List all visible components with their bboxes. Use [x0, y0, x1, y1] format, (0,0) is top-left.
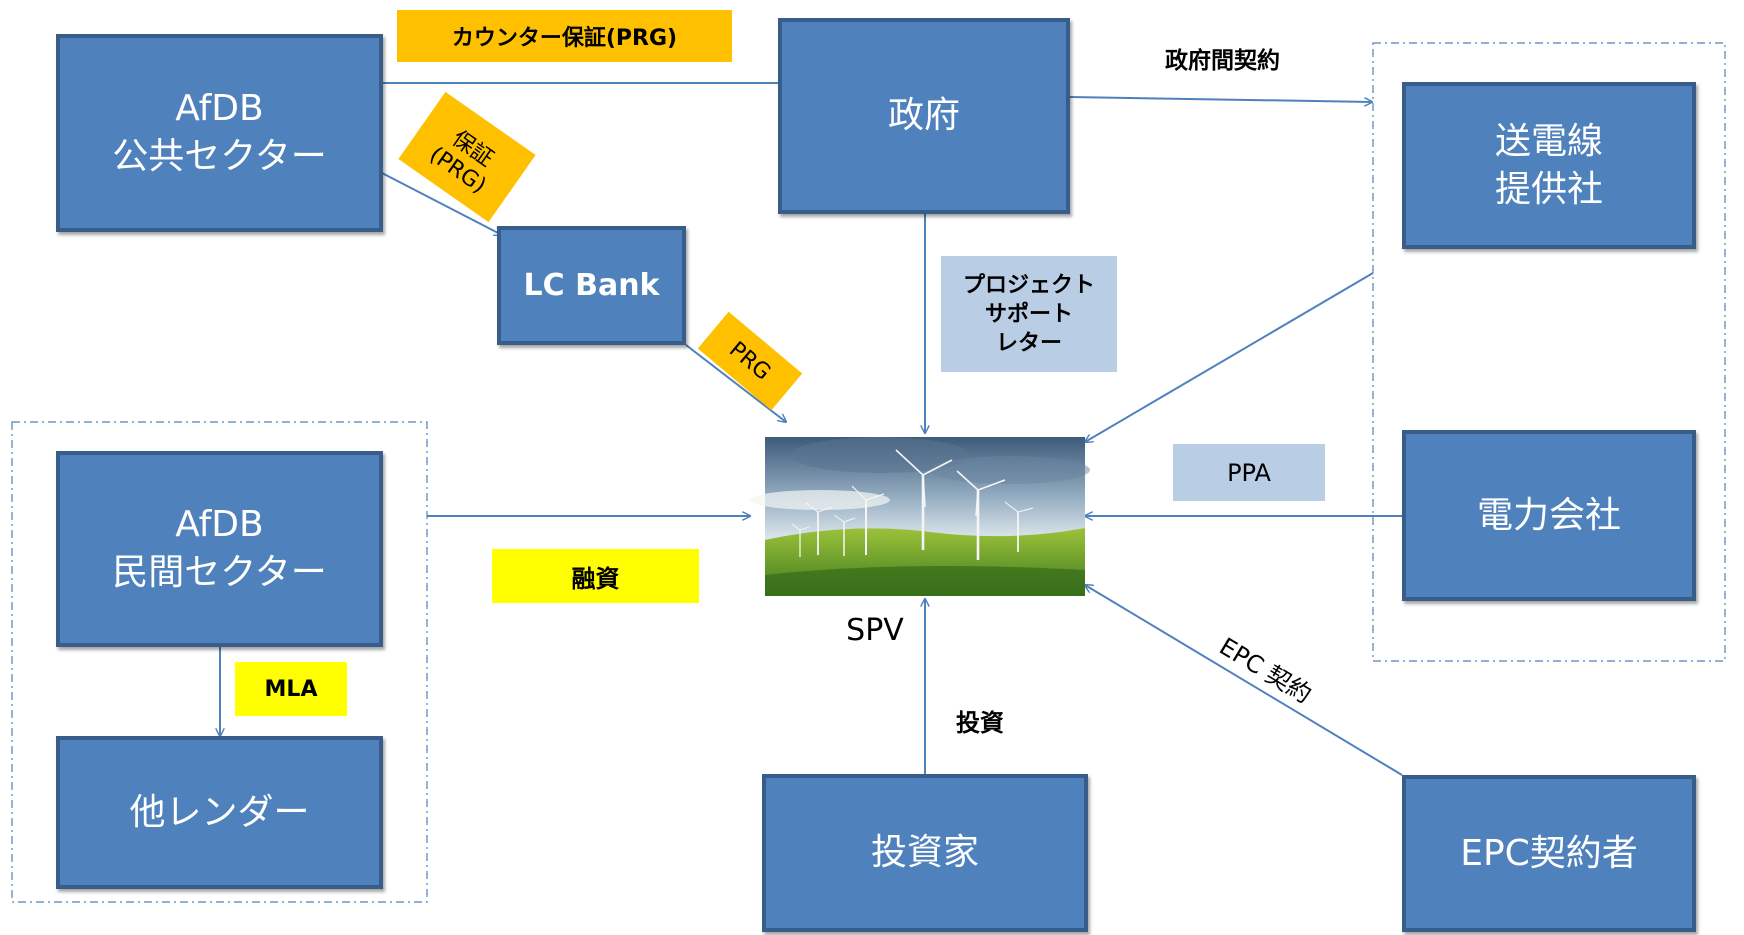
node-power-company-label: 電力会社: [1476, 494, 1621, 536]
node-epc-contractor-label: EPC契約者: [1460, 832, 1638, 874]
node-power-company: 電力会社: [1402, 430, 1696, 601]
arrow-epc-to-spv: [1085, 585, 1403, 776]
node-transmission-line2: 提供社: [1494, 168, 1603, 210]
label-project-support-line1: プロジェクト: [962, 272, 1095, 298]
node-afdb-private-sector: AfDB 民間セクター: [56, 451, 383, 647]
wind-farm-image: [750, 437, 1090, 596]
label-mla: MLA: [235, 662, 347, 716]
arrow-afdb-public-to-lcbank: [381, 172, 502, 235]
arrow-transmission-to-spv: [1085, 272, 1374, 442]
node-lc-bank: LC Bank: [497, 226, 686, 345]
node-afdb-private-line1: AfDB: [175, 504, 264, 545]
right-group-frame: [1372, 42, 1726, 662]
node-afdb-private-line2: 民間セクター: [112, 552, 327, 593]
node-investors-label: 投資家: [870, 832, 979, 873]
node-afdb-public-line1: AfDB: [175, 88, 264, 129]
node-other-lenders: 他レンダー: [56, 736, 383, 889]
node-afdb-public-line2: 公共セクター: [112, 136, 327, 177]
left-group-frame: [11, 421, 428, 903]
label-counter-guarantee: カウンター保証(PRG): [397, 10, 732, 62]
spv-label: SPV: [846, 612, 904, 648]
label-financing: 融資: [492, 549, 699, 603]
node-epc-contractor: EPC契約者: [1402, 775, 1696, 932]
node-government-label: 政府: [887, 95, 960, 136]
node-investors: 投資家: [762, 774, 1088, 932]
node-transmission-provider: 送電線 提供社: [1402, 82, 1696, 249]
node-government: 政府: [778, 18, 1070, 214]
node-lc-bank-label: LC Bank: [523, 267, 660, 303]
node-transmission-line1: 送電線: [1494, 120, 1603, 162]
label-ppa: PPA: [1173, 444, 1325, 501]
label-project-support-line3: レター: [995, 330, 1062, 356]
label-gov-agreement: 政府間契約: [1165, 48, 1280, 74]
node-other-lenders-label: 他レンダー: [129, 791, 310, 833]
label-investment: 投資: [956, 708, 1004, 737]
arrow-gov-to-transmission: [1069, 96, 1372, 102]
label-project-support-letter: プロジェクト サポート レター: [941, 256, 1117, 372]
node-afdb-public-sector: AfDB 公共セクター: [56, 34, 383, 232]
label-project-support-line2: サポート: [984, 301, 1073, 327]
